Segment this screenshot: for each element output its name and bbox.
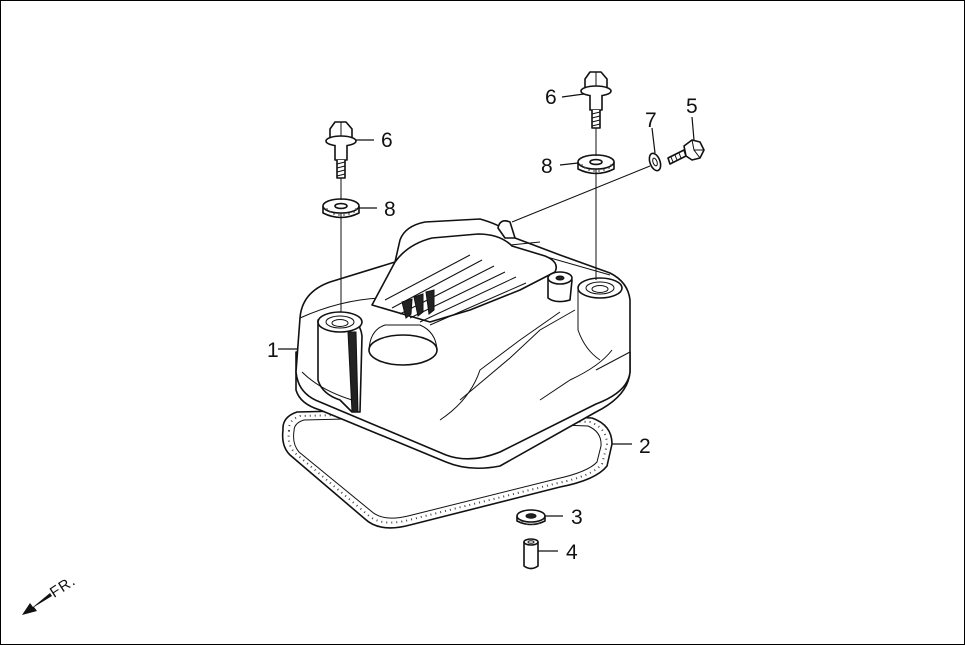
callout-8-left: 8	[384, 198, 396, 221]
dowel-pin	[523, 538, 539, 570]
rubber-washer-right	[577, 154, 615, 175]
callout-6-right: 6	[545, 86, 557, 109]
dowel-seal-washer	[516, 509, 546, 526]
small-bolt	[667, 139, 705, 165]
sealing-washer	[648, 152, 662, 172]
leader-lines	[278, 93, 695, 552]
callout-8-right: 8	[541, 155, 553, 178]
bolt-left	[325, 121, 357, 179]
front-direction-indicator: FR.	[22, 572, 79, 615]
callout-4: 4	[566, 541, 578, 564]
callout-5: 5	[686, 95, 698, 118]
callout-7: 7	[645, 109, 657, 132]
callout-labels: 1 2 3 4 5 6 6 7 8 8	[267, 86, 698, 564]
cylinder-head-cover	[295, 218, 631, 470]
bolt-right	[580, 71, 612, 129]
callout-2: 2	[639, 435, 651, 458]
front-arrow-icon	[22, 593, 52, 615]
callout-1: 1	[267, 339, 279, 362]
callout-6-left: 6	[381, 129, 393, 152]
front-label: FR.	[47, 572, 79, 601]
callout-3: 3	[571, 506, 583, 529]
